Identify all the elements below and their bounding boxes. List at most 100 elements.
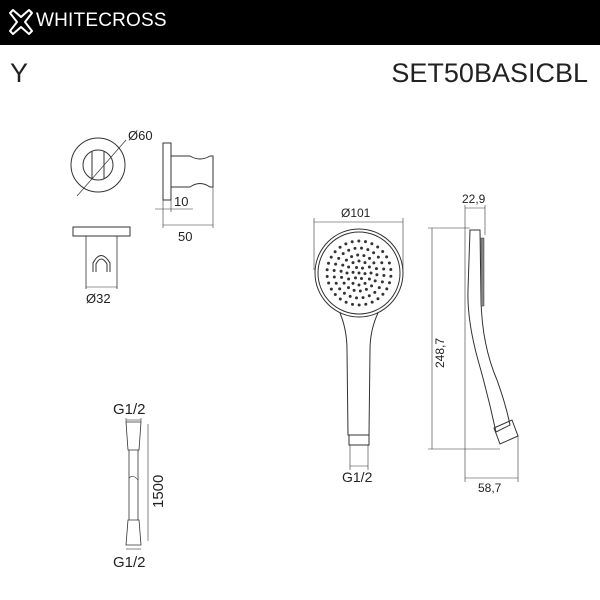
nozzle-dot bbox=[325, 268, 329, 272]
nozzle-dot bbox=[345, 271, 349, 275]
whitecross-logo-icon bbox=[9, 9, 33, 35]
nozzle-dot bbox=[338, 297, 342, 301]
nozzle-dot bbox=[339, 269, 343, 273]
nozzle-dot bbox=[363, 272, 367, 276]
nozzle-dot bbox=[347, 277, 351, 281]
series-label: Y bbox=[10, 58, 29, 88]
nozzle-dot bbox=[373, 290, 377, 294]
nozzle-dot bbox=[374, 267, 378, 271]
nozzle-dot bbox=[359, 276, 363, 280]
nozzle-dot bbox=[357, 303, 361, 307]
nozzle-dot bbox=[376, 245, 380, 249]
nozzle-dot bbox=[334, 262, 338, 266]
nozzle-dot bbox=[381, 292, 385, 296]
nozzle-dot bbox=[338, 245, 342, 249]
nozzle-dot bbox=[367, 265, 371, 269]
nozzle-dot bbox=[362, 254, 366, 258]
nozzle-dot bbox=[327, 261, 331, 265]
spray-nozzles bbox=[325, 239, 393, 307]
nozzle-dot bbox=[350, 255, 354, 259]
nozzle-dot bbox=[364, 240, 368, 244]
nozzle-dot bbox=[361, 296, 365, 300]
nozzle-dot bbox=[333, 250, 337, 254]
nozzle-dot bbox=[357, 283, 361, 287]
nozzle-dot bbox=[342, 291, 346, 295]
nozzle-dot bbox=[329, 287, 333, 291]
nozzle-dot bbox=[357, 239, 361, 243]
nozzle-dot bbox=[367, 294, 371, 298]
nozzle-dot bbox=[358, 289, 362, 293]
nozzle-dot bbox=[347, 248, 351, 252]
nozzle-dot bbox=[346, 286, 350, 290]
nozzle-dot bbox=[359, 246, 363, 250]
nozzle-dot bbox=[380, 261, 384, 265]
nozzle-dot bbox=[389, 268, 393, 272]
nozzle-dot bbox=[327, 281, 331, 285]
nozzle-dot bbox=[355, 266, 359, 270]
nozzle-dot bbox=[382, 273, 386, 277]
nozzle-dot bbox=[351, 270, 355, 274]
nozzle-dot bbox=[366, 248, 370, 252]
nozzle-dot bbox=[334, 281, 338, 285]
nozzle-dot bbox=[355, 296, 359, 300]
nozzle-dot bbox=[337, 256, 341, 260]
nozzle-dot bbox=[353, 246, 357, 250]
nozzle-dot bbox=[344, 300, 348, 304]
bracket-front-view: Ø60 bbox=[70, 128, 153, 197]
nozzle-dot bbox=[363, 281, 367, 285]
product-code: SET50BASICBL bbox=[391, 58, 588, 88]
nozzle-dot bbox=[352, 288, 356, 292]
bracket-depth-label: 10 bbox=[174, 194, 188, 209]
nozzle-dot bbox=[370, 242, 374, 246]
head-thickness-label: 22,9 bbox=[462, 192, 486, 206]
nozzle-dot bbox=[357, 259, 361, 263]
nozzle-dot bbox=[363, 261, 367, 265]
nozzle-dot bbox=[325, 274, 329, 278]
nozzle-dot bbox=[357, 271, 361, 275]
nozzle-dot bbox=[347, 265, 351, 269]
nozzle-dot bbox=[373, 279, 377, 283]
nozzle-dot bbox=[377, 286, 381, 290]
nozzle-dot bbox=[329, 255, 333, 259]
hose-bottom-connection-label: G1/2 bbox=[113, 554, 146, 571]
nozzle-dot bbox=[351, 261, 355, 265]
nozzle-dot bbox=[372, 261, 376, 265]
nozzle-dot bbox=[353, 276, 357, 280]
nozzle-dot bbox=[340, 275, 344, 279]
shower-depth-label: 58,7 bbox=[478, 481, 502, 495]
shower-hose: G1/2 1500 G1/2 bbox=[113, 401, 167, 571]
nozzle-dot bbox=[389, 274, 393, 278]
nozzle-dot bbox=[356, 253, 360, 257]
nozzle-dot bbox=[369, 271, 373, 275]
head-diameter-label: Ø101 bbox=[341, 206, 371, 220]
hose-top-connection-label: G1/2 bbox=[113, 401, 146, 418]
nozzle-dot bbox=[382, 267, 386, 271]
nozzle-dot bbox=[341, 252, 345, 256]
bracket-bottom-view: Ø32 bbox=[72, 226, 131, 306]
nozzle-dot bbox=[344, 258, 348, 262]
nozzle-dot bbox=[348, 294, 352, 298]
nozzle-dot bbox=[370, 300, 374, 304]
clip-diameter-label: Ø32 bbox=[86, 291, 111, 306]
nozzle-dot bbox=[368, 256, 372, 260]
nozzle-dot bbox=[367, 277, 371, 281]
nozzle-dot bbox=[350, 240, 354, 244]
nozzle-dot bbox=[342, 281, 346, 285]
hand-shower-side-view: 248,7 22,9 58,7 bbox=[428, 192, 519, 495]
nozzle-dot bbox=[387, 281, 391, 285]
bracket-width-label: 50 bbox=[178, 229, 192, 244]
nozzle-dot bbox=[344, 242, 348, 246]
nozzle-dot bbox=[372, 251, 376, 255]
nozzle-dot bbox=[364, 287, 368, 291]
nozzle-dot bbox=[333, 293, 337, 297]
header-bar: WHITECROSS bbox=[0, 0, 600, 45]
hand-shower-front-view: Ø101 G1/2 bbox=[313, 206, 404, 485]
nozzle-dot bbox=[341, 263, 345, 267]
nozzle-dot bbox=[370, 284, 374, 288]
nozzle-dot bbox=[364, 302, 368, 306]
nozzle-dot bbox=[376, 255, 380, 259]
brand-name: WHITECROSS bbox=[36, 10, 167, 31]
nozzle-dot bbox=[338, 287, 342, 291]
shower-connection-label: G1/2 bbox=[342, 469, 373, 485]
nozzle-dot bbox=[387, 261, 391, 265]
